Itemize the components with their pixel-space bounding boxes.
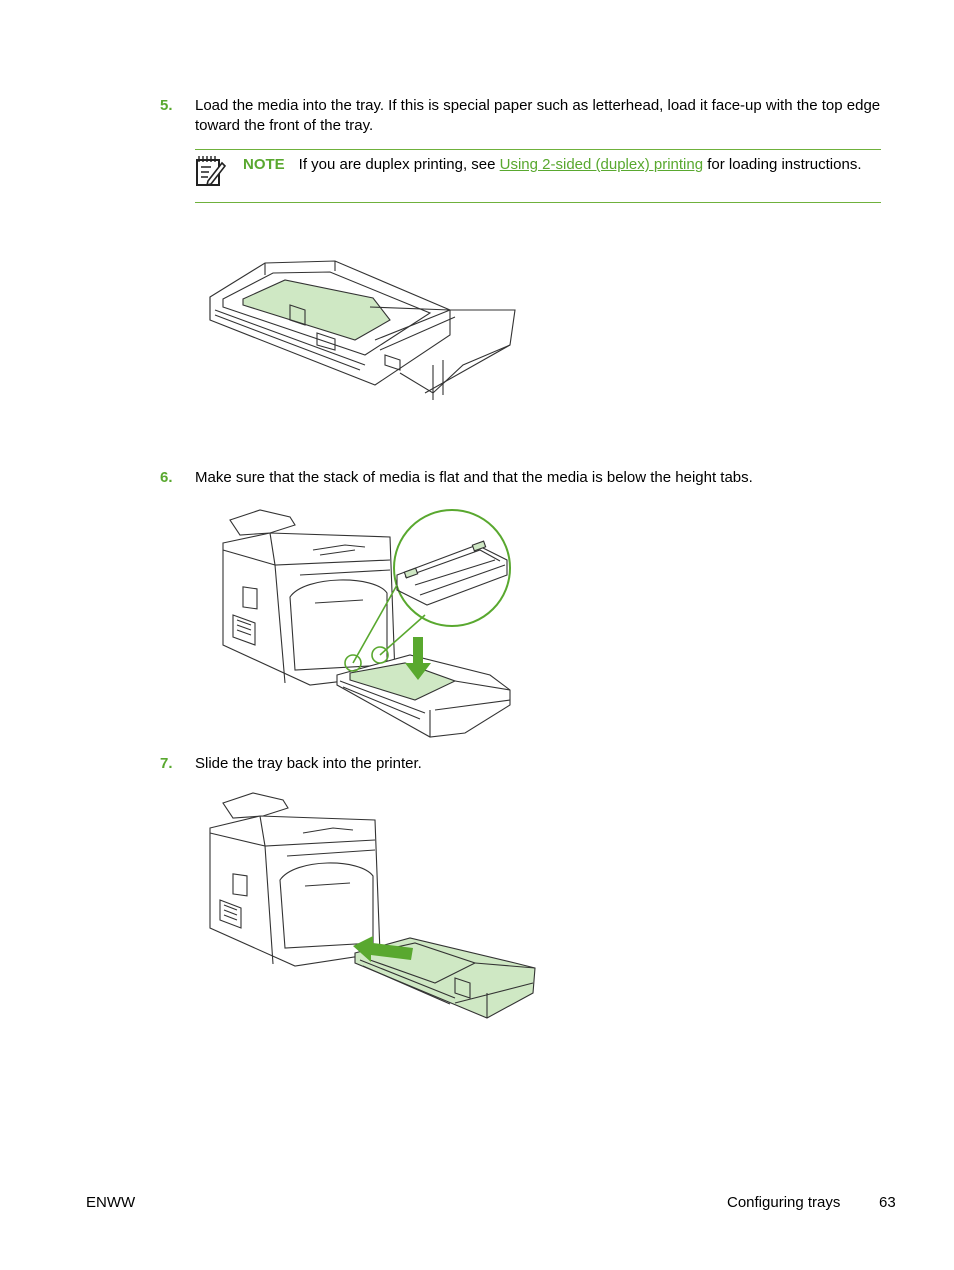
footer-left: ENWW <box>86 1194 136 1211</box>
duplex-printing-link[interactable]: Using 2-sided (duplex) printing <box>499 156 704 173</box>
note-label: NOTE <box>243 156 285 173</box>
slide-tray-illustration <box>209 792 536 1019</box>
media-height-tabs-illustration <box>222 509 511 738</box>
step-number: 5. <box>160 97 173 114</box>
note-box: NOTE If you are duplex printing, see Usin… <box>195 149 881 203</box>
note-text: NOTE If you are duplex printing, see Usin… <box>243 155 873 175</box>
step-text: Make sure that the stack of media is fla… <box>195 469 753 486</box>
footer-section: Configuring trays <box>727 1194 841 1211</box>
note-text-after: for loading instructions. <box>703 156 862 173</box>
step-text: Load the media into the tray. If this is… <box>195 97 881 134</box>
note-text-before: If you are duplex printing, see <box>298 156 500 173</box>
step-text: Slide the tray back into the printer. <box>195 755 422 772</box>
step-number: 6. <box>160 469 173 486</box>
footer-page-number: 63 <box>879 1194 896 1211</box>
step-number: 7. <box>160 755 173 772</box>
tray-loaded-illustration <box>209 260 516 400</box>
note-pencil-icon <box>196 156 227 187</box>
